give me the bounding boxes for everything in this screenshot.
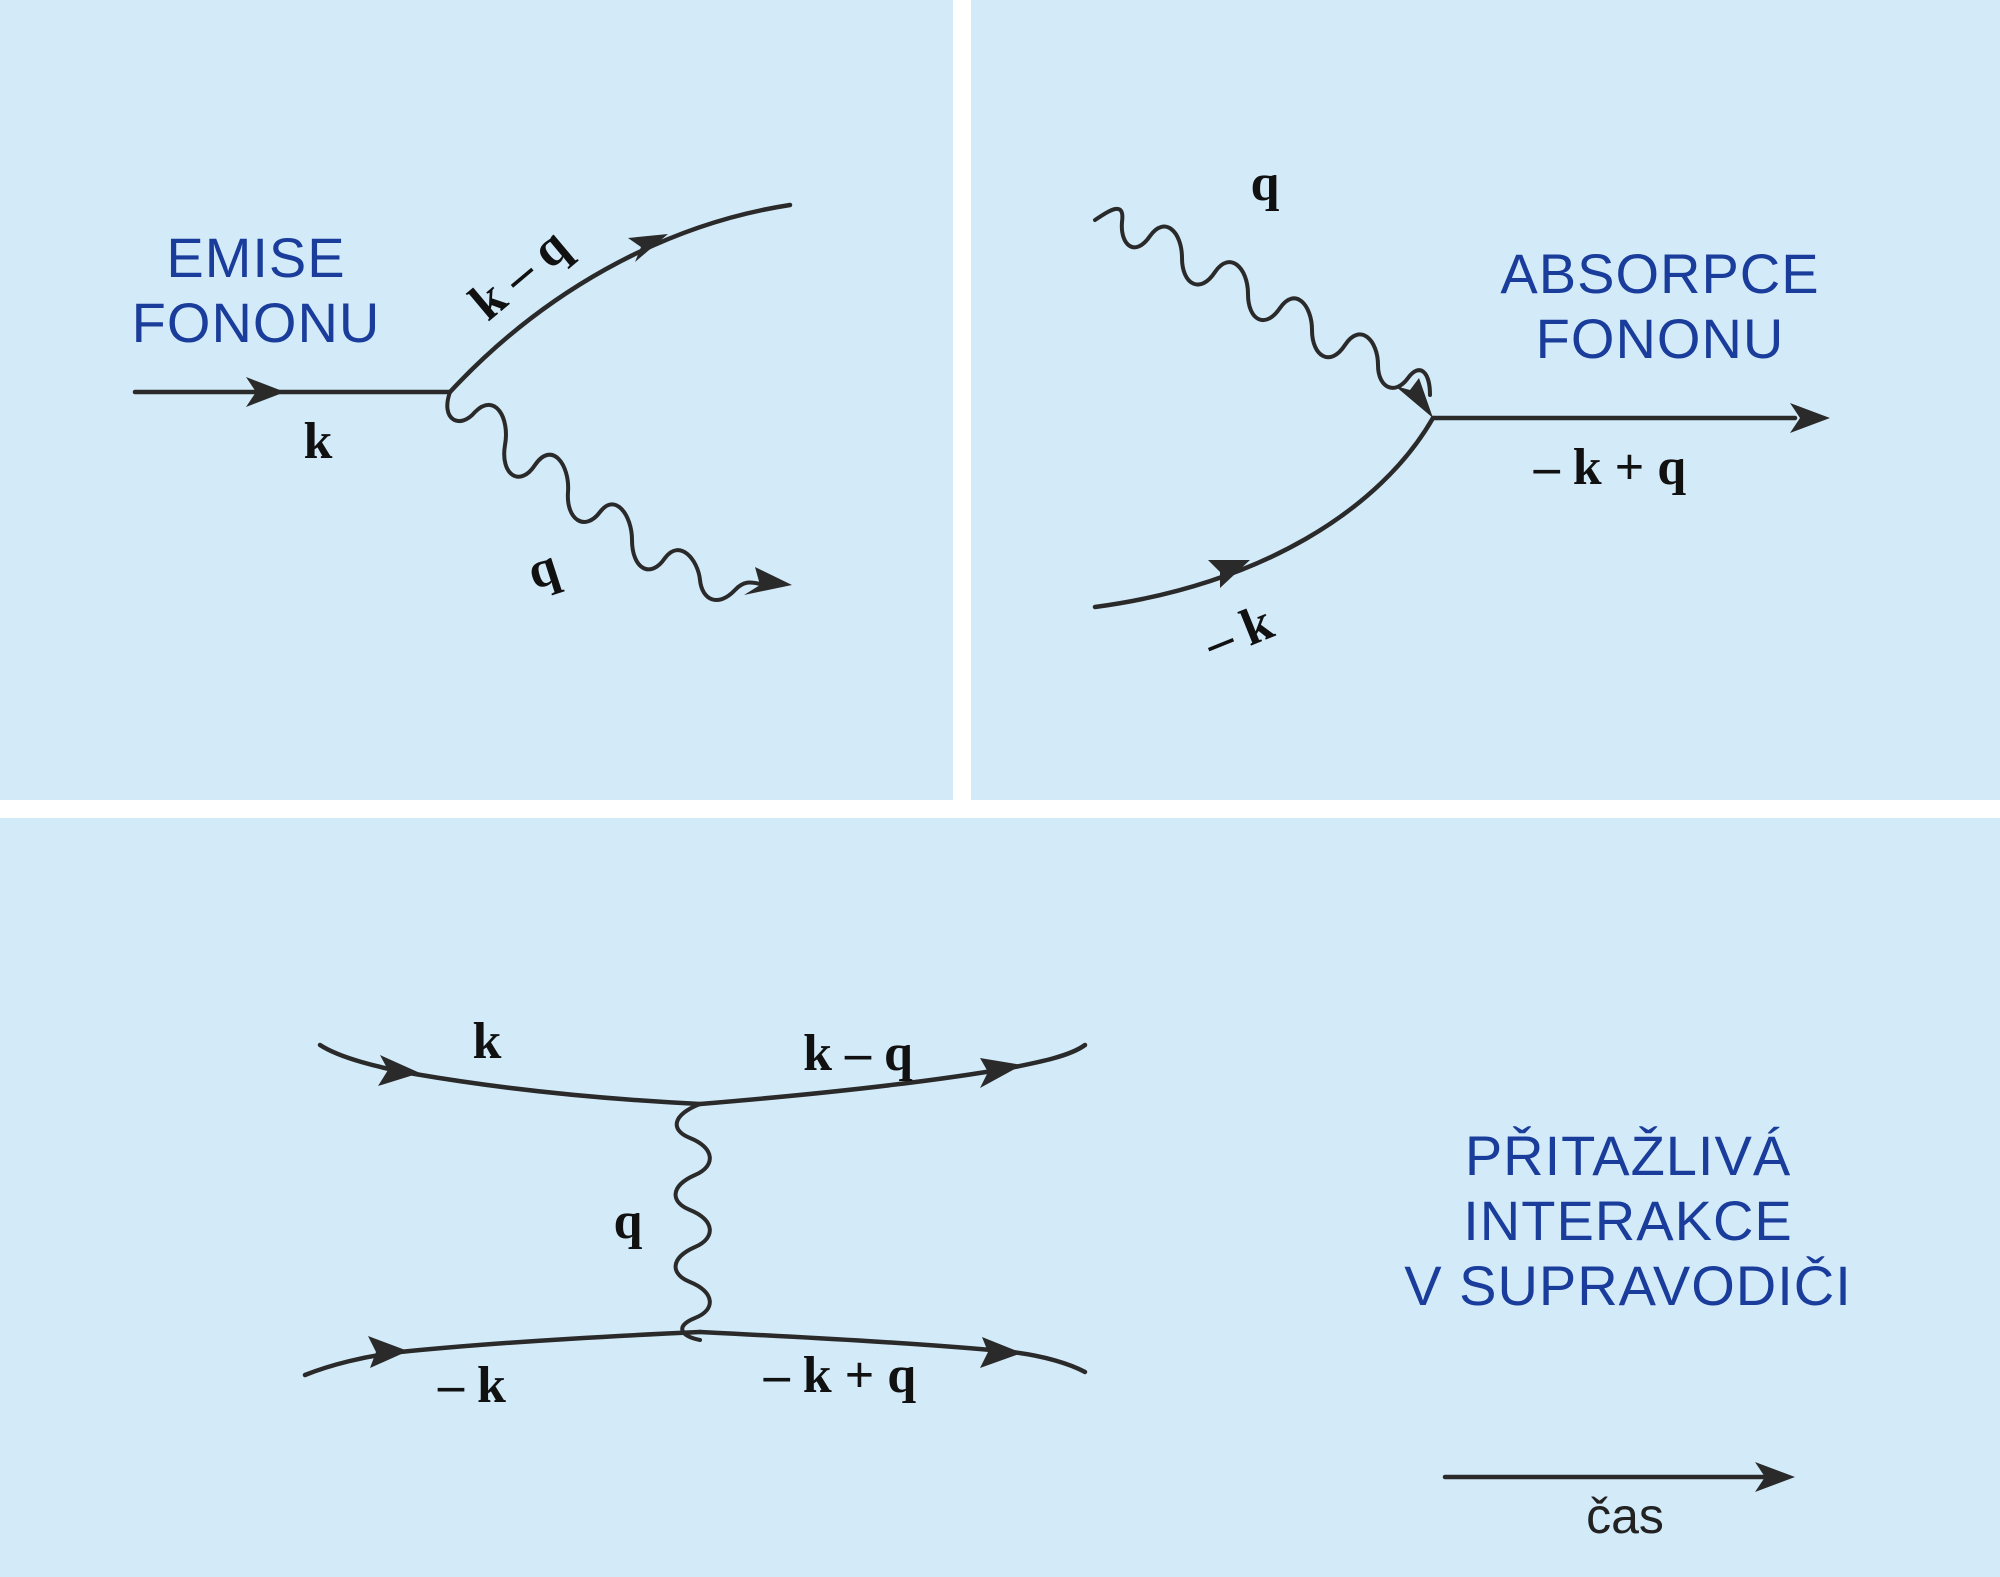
absorption-label-phonon: q (1251, 155, 1280, 212)
interaction-top-right-electron-line (697, 1042, 1088, 1107)
absorption-outgoing-arrow (1790, 403, 1830, 433)
interaction-phonon-wave (673, 1102, 712, 1342)
emission-incoming-arrow (246, 377, 285, 407)
interaction-label-top-in: k (473, 1013, 502, 1070)
emission-phonon-wave (445, 390, 772, 602)
emission-phonon-arrow (744, 567, 792, 595)
absorption-phonon-arrow (1395, 378, 1433, 418)
time-axis-arrow (1755, 1462, 1795, 1492)
absorption-phonon-wave (1093, 207, 1432, 397)
panel-phonon-absorption (971, 0, 2000, 800)
interaction-label-top-out: k – q (803, 1025, 913, 1082)
absorption-label-outgoing: – k + q (1533, 439, 1687, 496)
interaction-title-line1: PŘITAŽLIVÁ (1465, 1124, 1791, 1187)
absorption-incoming-electron-line (1092, 415, 1436, 610)
time-axis-label: čas (1586, 1488, 1664, 1544)
time-axis: čas (1442, 1462, 1795, 1544)
interaction-title-line2: INTERAKCE (1463, 1189, 1793, 1252)
interaction-top-right-arrow (980, 1058, 1022, 1088)
interaction-bottom-left-electron-line (302, 1329, 703, 1378)
interaction-diagram: PŘITAŽLIVÁ INTERAKCE V SUPRAVODIČI k k –… (302, 1013, 1852, 1414)
panel-attractive-interaction (0, 818, 2000, 1577)
emission-outgoing-electron-line (447, 202, 793, 395)
emission-label-outgoing: k – q (459, 217, 580, 331)
absorption-title-line2: FONONU (1536, 307, 1785, 370)
interaction-title-line3: V SUPRAVODIČI (1404, 1254, 1852, 1317)
interaction-label-phonon: q (614, 1193, 643, 1250)
absorption-title-line1: ABSORPCE (1500, 242, 1819, 305)
emission-diagram: EMISE FONONU k k – q q (132, 202, 793, 602)
panel-phonon-emission (0, 0, 953, 800)
interaction-label-bottom-in: – k (437, 1357, 506, 1414)
emission-title-line1: EMISE (166, 226, 345, 289)
emission-title-line2: FONONU (132, 291, 381, 354)
emission-outgoing-arrow (628, 234, 668, 262)
emission-label-incoming: k (304, 413, 333, 470)
absorption-diagram: ABSORPCE FONONU q – k – k + q (1092, 155, 1830, 673)
absorption-incoming-arrow (1208, 560, 1250, 588)
interaction-bottom-right-arrow (980, 1337, 1022, 1368)
interaction-label-bottom-out: – k + q (763, 1347, 917, 1404)
emission-label-phonon: q (520, 538, 565, 601)
interaction-bottom-left-arrow (368, 1336, 408, 1368)
absorption-label-incoming: – k (1196, 594, 1281, 673)
interaction-bottom-right-electron-line (697, 1329, 1088, 1375)
interaction-top-left-electron-line (317, 1042, 703, 1107)
interaction-top-left-arrow (378, 1055, 420, 1086)
